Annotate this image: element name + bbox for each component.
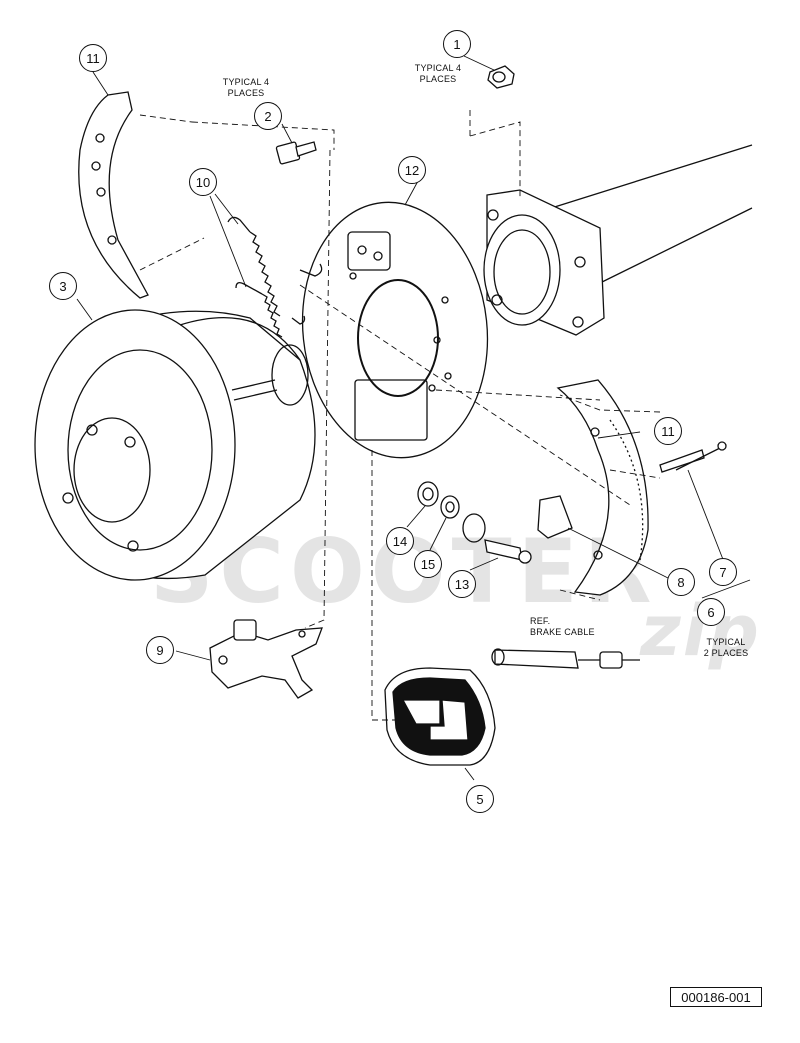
note-ref-brake-cable: REF. BRAKE CABLE bbox=[530, 616, 595, 637]
assembly-lines bbox=[139, 108, 661, 721]
callout-11-right: 11 bbox=[654, 417, 682, 445]
bolt-and-nut bbox=[275, 65, 515, 165]
callout-8: 8 bbox=[667, 568, 695, 596]
callout-9: 9 bbox=[146, 636, 174, 664]
callout-3: 3 bbox=[49, 272, 77, 300]
note-typical-4-bolt: TYPICAL 4 PLACES bbox=[222, 77, 270, 98]
callout-6: 6 bbox=[697, 598, 725, 626]
note-typical-4-nut: TYPICAL 4 PLACES bbox=[414, 63, 462, 84]
hold-down-pin bbox=[659, 441, 727, 473]
brake-drum bbox=[34, 309, 316, 581]
axle-tube bbox=[483, 144, 753, 336]
return-springs bbox=[227, 216, 323, 338]
backing-plate bbox=[301, 201, 489, 459]
brake-shoe-left bbox=[78, 91, 149, 299]
brake-cable bbox=[491, 648, 640, 669]
callout-15: 15 bbox=[414, 550, 442, 578]
callout-1: 1 bbox=[443, 30, 471, 58]
actuator-lever bbox=[209, 619, 323, 699]
leader-lines bbox=[76, 55, 751, 781]
callout-13: 13 bbox=[448, 570, 476, 598]
callout-12: 12 bbox=[398, 156, 426, 184]
callout-5: 5 bbox=[466, 785, 494, 813]
dust-cover bbox=[384, 667, 496, 766]
callout-14: 14 bbox=[386, 527, 414, 555]
figure-id: 000186-001 bbox=[670, 987, 762, 1007]
note-typical-2-places: TYPICAL 2 PLACES bbox=[703, 637, 749, 658]
callout-2: 2 bbox=[254, 102, 282, 130]
callout-11-left: 11 bbox=[79, 44, 107, 72]
callout-10: 10 bbox=[189, 168, 217, 196]
callout-7: 7 bbox=[709, 558, 737, 586]
adjuster-parts bbox=[417, 481, 573, 564]
